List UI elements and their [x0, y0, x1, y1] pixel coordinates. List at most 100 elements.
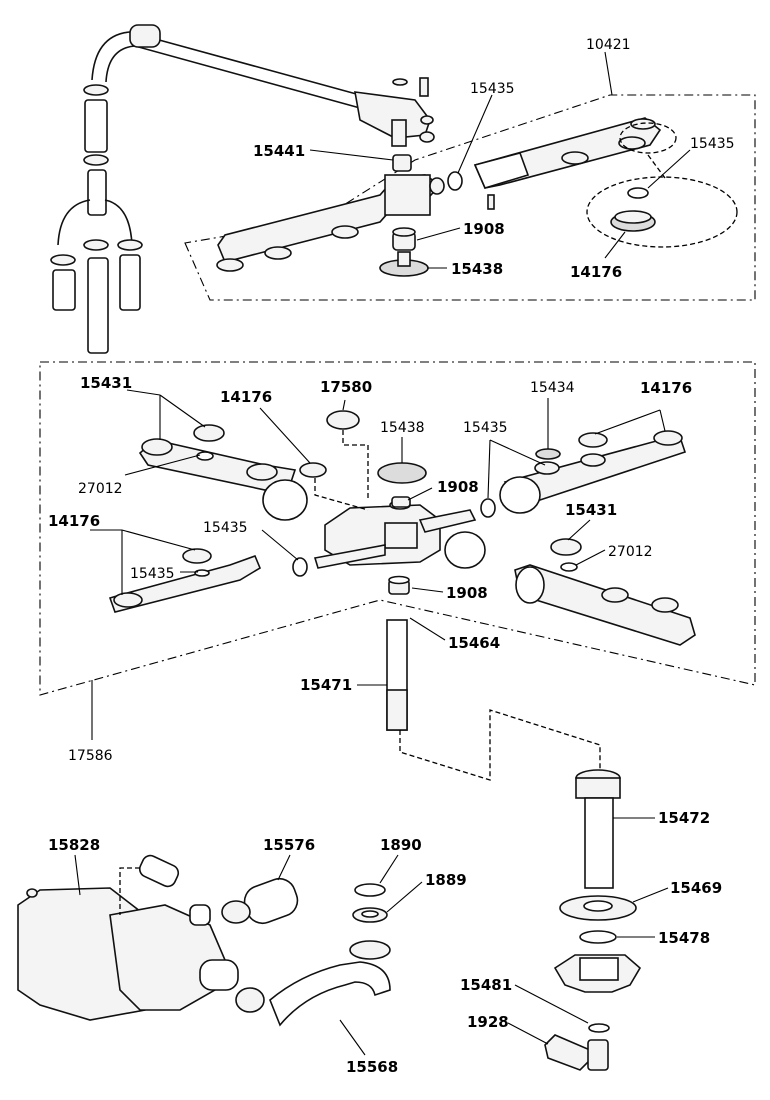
hose-clamp-5 — [117, 239, 143, 251]
label-15438-b: 15438 — [380, 420, 425, 436]
leader-15441 — [309, 149, 394, 161]
leader-1908a — [416, 227, 461, 241]
nozzle-4 — [561, 151, 589, 165]
lower-spray-arm-group — [39, 361, 756, 740]
nozzle-ll-1 — [113, 592, 143, 608]
label-14176-c: 14176 — [640, 379, 692, 397]
washer-ul — [196, 451, 214, 461]
label-15434: 15434 — [530, 380, 575, 396]
leader-1908c — [411, 587, 444, 593]
lower-arm-lower-right-end — [515, 566, 545, 604]
nozzle-5 — [618, 136, 646, 150]
label-15472: 15472 — [658, 809, 710, 827]
leader-15435d — [261, 529, 299, 561]
leader-17580 — [342, 399, 346, 411]
gasket-15469-hole — [583, 900, 613, 912]
label-15464: 15464 — [448, 634, 500, 652]
leader-15576 — [277, 854, 291, 881]
elbow-stem — [391, 119, 407, 147]
nozzle-ur-2 — [653, 430, 683, 446]
small-washer — [392, 78, 408, 86]
hose-clamp-15576 — [221, 900, 251, 924]
label-15471: 15471 — [300, 676, 352, 694]
detail-callout-large — [586, 176, 738, 248]
hub-sleeve-right — [444, 531, 486, 569]
label-15481: 15481 — [460, 976, 512, 994]
label-27012-a: 27012 — [78, 481, 123, 497]
leader-14176c-a — [594, 409, 661, 435]
o-ring-detail — [627, 187, 649, 199]
nozzle-1 — [216, 258, 244, 272]
hose-long-center — [87, 257, 109, 354]
leader-15568 — [339, 1019, 366, 1056]
upper-spray-arm-group — [50, 24, 756, 354]
pipe-15472-collar — [575, 777, 621, 799]
upper-arm-hub — [384, 174, 431, 216]
washer-lr — [560, 562, 578, 572]
leader-1889 — [386, 881, 423, 913]
cap-15438-mid — [377, 462, 427, 484]
leader-15435c-a — [487, 439, 491, 499]
y-connector-stem — [87, 169, 107, 216]
label-15435-b: 15435 — [690, 136, 735, 152]
hub-arm-left — [313, 544, 386, 569]
hose-stub-right — [119, 254, 141, 311]
bushing-1908-low-rim — [388, 575, 410, 585]
leader-14176d-b — [121, 529, 196, 551]
pipe-15472-body — [584, 797, 614, 889]
label-15469: 15469 — [670, 879, 722, 897]
label-15435-a: 15435 — [470, 81, 515, 97]
detail-callout-small — [619, 122, 677, 154]
hose-clamp-4 — [50, 254, 76, 266]
nozzle-lr-2 — [601, 587, 629, 603]
o-ring-15481 — [588, 1023, 610, 1033]
pump-inlet — [189, 904, 211, 926]
label-15431-a: 15431 — [80, 374, 132, 392]
leader-15435a — [457, 94, 493, 174]
label-15438-a: 15438 — [451, 260, 503, 278]
label-1928: 1928 — [467, 1013, 509, 1031]
leader-15431b — [567, 519, 591, 541]
dashed-path-tube — [399, 709, 601, 781]
nozzle-ur-3 — [534, 461, 560, 475]
hose-15576 — [243, 877, 299, 925]
nozzle-14176-mid — [299, 462, 327, 478]
leader-27012a — [124, 454, 201, 476]
label-1908-a: 1908 — [463, 220, 505, 238]
label-10421: 10421 — [586, 37, 631, 53]
hose-clamp-15568-bottom — [235, 987, 265, 1013]
label-15828: 15828 — [48, 836, 100, 854]
pump-group — [17, 854, 423, 1056]
nozzle-ul-3 — [246, 463, 278, 481]
label-15431-b: 15431 — [565, 501, 617, 519]
bushing-1908-mid — [391, 496, 411, 508]
small-bushing — [419, 131, 435, 143]
label-1908-c: 1908 — [446, 584, 488, 602]
elbow-15928-body — [544, 1034, 591, 1071]
bushing-1908-top-rim — [392, 227, 416, 237]
label-15435-c: 15435 — [463, 420, 508, 436]
label-27012-b: 27012 — [608, 544, 653, 560]
small-nut — [420, 115, 434, 125]
dashed-link-17580 — [342, 430, 369, 500]
label-14176-b: 14176 — [220, 388, 272, 406]
leader-1890 — [379, 854, 399, 884]
label-15441: 15441 — [253, 142, 305, 160]
disc-15438-stem — [397, 251, 411, 267]
hub-block — [384, 522, 418, 549]
o-ring-15478 — [579, 930, 617, 944]
label-15435-e: 15435 — [130, 566, 175, 582]
nozzle-3 — [331, 225, 359, 239]
leader-1928 — [507, 1022, 549, 1045]
label-15478: 15478 — [658, 929, 710, 947]
y-branch-right — [104, 199, 133, 246]
leader-15481 — [514, 984, 589, 1024]
leader-27012b — [575, 549, 606, 566]
label-17580: 17580 — [320, 378, 372, 396]
leader-14176c-b — [659, 409, 666, 432]
hose-clamp-15568-top — [349, 940, 391, 960]
nozzle-ul-1 — [141, 438, 173, 456]
dashed-link-capacitor — [119, 867, 140, 915]
label-14176-d: 14176 — [48, 512, 100, 530]
lower-arm-upper-left-sleeve — [262, 479, 308, 521]
